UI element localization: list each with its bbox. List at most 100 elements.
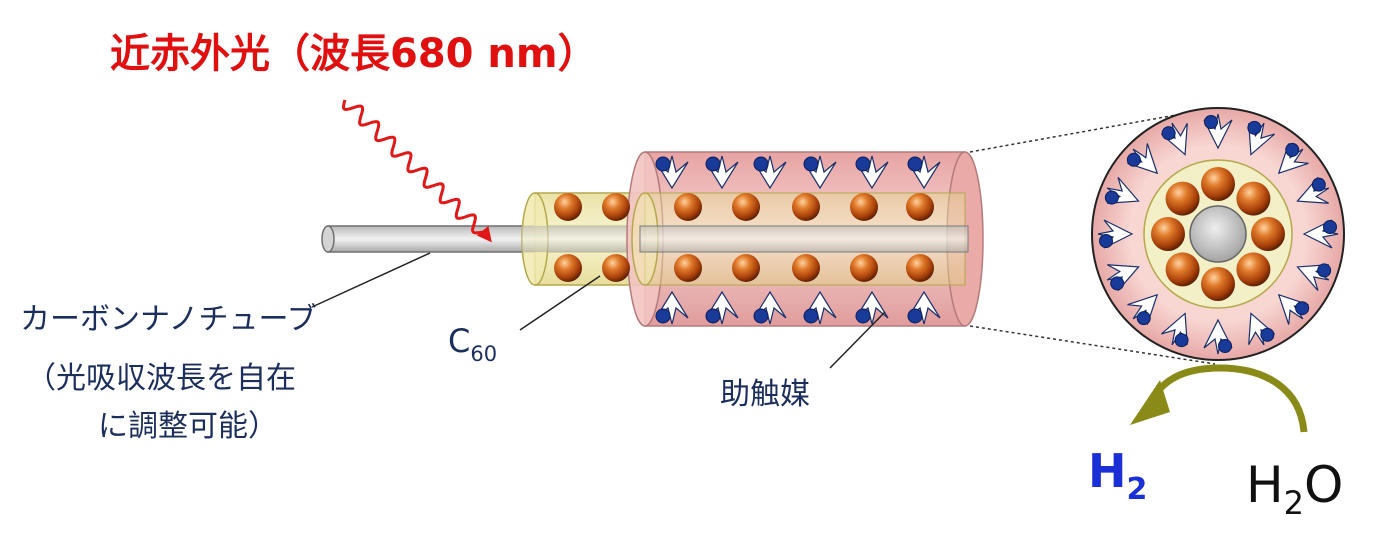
c60-molecules	[554, 193, 934, 282]
cocatalyst-unit	[753, 290, 787, 325]
cocatalyst-petal	[1203, 113, 1233, 150]
cocatalyst-dot	[705, 308, 721, 324]
h2-label: H2	[1088, 444, 1147, 507]
cocatalyst-dot	[907, 308, 923, 324]
cocatalyst-dot	[855, 308, 871, 324]
cocatalyst-petal	[1248, 312, 1275, 346]
cnt-label-line1: カーボンナノチューブ	[20, 302, 317, 337]
cocatalyst-dot	[1218, 339, 1232, 353]
cocatalyst-dot	[1099, 234, 1113, 248]
cocatalyst-unit	[655, 155, 689, 190]
cocatalyst-unit	[855, 290, 889, 325]
cocatalyst-unit	[803, 155, 837, 190]
cocatalyst-label: 助触媒	[720, 377, 810, 412]
cocatalyst-dot	[1136, 311, 1151, 326]
cocatalyst-dot	[855, 156, 871, 172]
cross-section-c60	[1236, 181, 1271, 216]
cocatalyst-dot	[1174, 333, 1189, 348]
cocatalyst-petal	[1106, 177, 1140, 204]
c60-ball	[732, 254, 760, 282]
cnt-label-line3: に調整可能）	[98, 409, 278, 444]
cross-section-c60	[1201, 267, 1235, 301]
cross-section-cocatalyst	[1161, 312, 1189, 348]
cocatalyst-dot	[655, 156, 671, 172]
cross-section-cocatalyst	[1248, 312, 1275, 346]
cocatalyst-dot	[705, 156, 721, 172]
c60-ball	[554, 193, 582, 221]
cross-section-cocatalyst	[1302, 219, 1339, 249]
projection-lines	[969, 107, 1216, 365]
cocatalyst-petal	[1106, 264, 1140, 291]
cocatalyst-dot	[803, 308, 819, 324]
cocatalyst-molecules	[655, 155, 941, 325]
title: 近赤外光（波長680 nm）	[110, 31, 598, 77]
cocatalyst-dot	[1317, 263, 1332, 278]
cocatalyst-dot	[907, 156, 923, 172]
cross-section-cocatalyst	[1277, 293, 1310, 325]
cocatalyst-petal	[1161, 122, 1188, 156]
c60-label: C60	[448, 322, 497, 366]
cocatalyst-dot	[1285, 142, 1300, 157]
cocatalyst-petal	[1097, 219, 1134, 249]
cocatalyst-unit	[655, 290, 689, 325]
cocatalyst-unit	[855, 155, 889, 190]
cross-section-cocatalyst	[1104, 177, 1140, 205]
cross-section-cocatalyst	[1296, 177, 1330, 204]
cross-section-cocatalyst	[1296, 263, 1332, 291]
cocatalyst-dot	[1323, 220, 1337, 234]
cocatalyst-unit	[705, 290, 739, 325]
cross-section-c60	[1201, 167, 1235, 201]
cocatalyst-dot	[655, 308, 671, 324]
cross-section-cocatalyst	[1203, 318, 1233, 355]
c60-ball	[792, 193, 820, 221]
cocatalyst-dot	[753, 308, 769, 324]
cross-section	[1091, 107, 1345, 361]
reaction-arrow	[1130, 364, 1308, 433]
cocatalyst-petal	[1161, 312, 1188, 346]
c60-ball	[674, 254, 702, 282]
cocatalyst-dot	[753, 156, 769, 172]
cross-section-cocatalyst	[1247, 120, 1275, 156]
cross-section-cocatalyst	[1203, 113, 1233, 150]
c60-ball	[792, 254, 820, 282]
cocatalyst-dot	[1295, 301, 1310, 316]
cocatalyst-petal	[1248, 122, 1275, 156]
cocatalyst-petal	[1296, 264, 1330, 291]
cross-section-c60	[1165, 252, 1200, 287]
cocatalyst-unit	[705, 155, 739, 190]
c60-ball	[850, 254, 878, 282]
cocatalyst-petal	[1203, 318, 1233, 355]
cross-section-cocatalyst	[1127, 293, 1159, 326]
leader-lines	[311, 252, 886, 369]
c60-ball	[602, 254, 630, 282]
cocatalyst-dot	[1204, 115, 1218, 129]
cocatalyst-dot	[1311, 177, 1326, 192]
c60-ball	[906, 254, 934, 282]
cross-section-cocatalyst	[1097, 219, 1134, 249]
cross-section-c60	[1236, 252, 1271, 287]
c60-ball	[674, 193, 702, 221]
c60-ball	[850, 193, 878, 221]
cocatalyst-unit	[803, 290, 837, 325]
cocatalyst-unit	[907, 290, 941, 325]
cross-section-c60	[1165, 181, 1200, 216]
c60-ball	[732, 193, 760, 221]
c60-ball	[602, 193, 630, 221]
cocatalyst-dot	[1260, 327, 1275, 342]
cnt-label-line2: （光吸収波長を自在	[26, 361, 296, 396]
cocatalyst-dot	[1161, 126, 1176, 141]
cross-section-cocatalyst	[1161, 122, 1188, 156]
cocatalyst-dot	[803, 156, 819, 172]
cocatalyst-dot	[1104, 190, 1119, 205]
cross-section-cocatalyst	[1106, 264, 1140, 291]
cocatalyst-petal	[1302, 219, 1339, 249]
cocatalyst-dot	[1126, 152, 1141, 167]
cocatalyst-dot	[1247, 120, 1262, 135]
cross-section-cocatalyst	[1126, 143, 1159, 175]
cross-section-cocatalyst	[1277, 142, 1309, 175]
cross-section-c60	[1251, 217, 1285, 251]
c60-ball	[906, 193, 934, 221]
h2o-label: H2O	[1246, 456, 1343, 522]
c60-ball	[554, 254, 582, 282]
